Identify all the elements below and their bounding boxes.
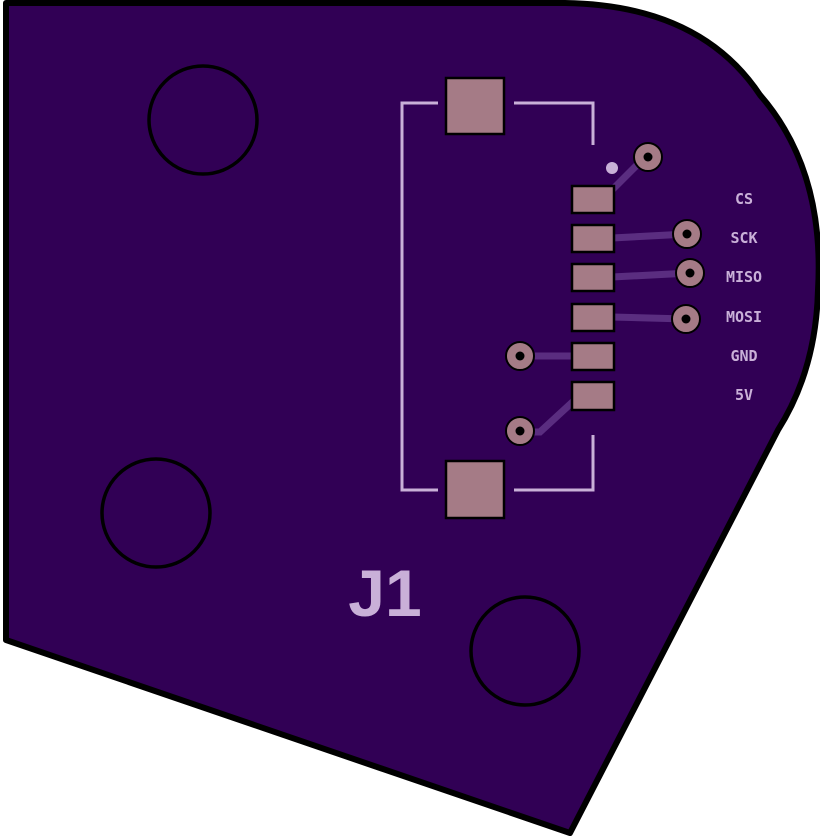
- via-gnd: [505, 341, 535, 371]
- mechanical-pad-bottom: [444, 459, 506, 520]
- via-5v: [505, 416, 535, 446]
- pad-cs: [570, 184, 616, 215]
- board-outline: [3, 0, 820, 836]
- designator-label: J1: [348, 556, 421, 630]
- pad-5v: [570, 380, 616, 412]
- pin-label-miso: MISO: [726, 268, 762, 286]
- via-sck: [672, 219, 702, 249]
- mounting-hole-bottom-right: [469, 595, 581, 707]
- pin-label-mosi: MOSI: [726, 308, 762, 326]
- via-mosi: [671, 304, 701, 334]
- connector-pads: [570, 184, 616, 412]
- pad-miso: [570, 262, 616, 293]
- pad-mosi: [570, 302, 616, 333]
- pin-label-5v: 5V: [735, 386, 753, 404]
- connector-silkscreen: [400, 101, 595, 492]
- pin-label-gnd: GND: [730, 347, 757, 365]
- mechanical-pad-top: [444, 76, 506, 136]
- pad-gnd: [570, 341, 616, 372]
- via-cs: [633, 142, 663, 172]
- via-miso: [675, 258, 705, 288]
- vias: [505, 142, 705, 446]
- pin1-marker: [606, 162, 618, 174]
- pin-label-sck: SCK: [730, 229, 757, 247]
- pad-sck: [570, 223, 616, 254]
- mounting-hole-bottom-left: [100, 457, 212, 569]
- mounting-hole-top-left: [147, 64, 259, 176]
- pin-label-cs: CS: [735, 190, 753, 208]
